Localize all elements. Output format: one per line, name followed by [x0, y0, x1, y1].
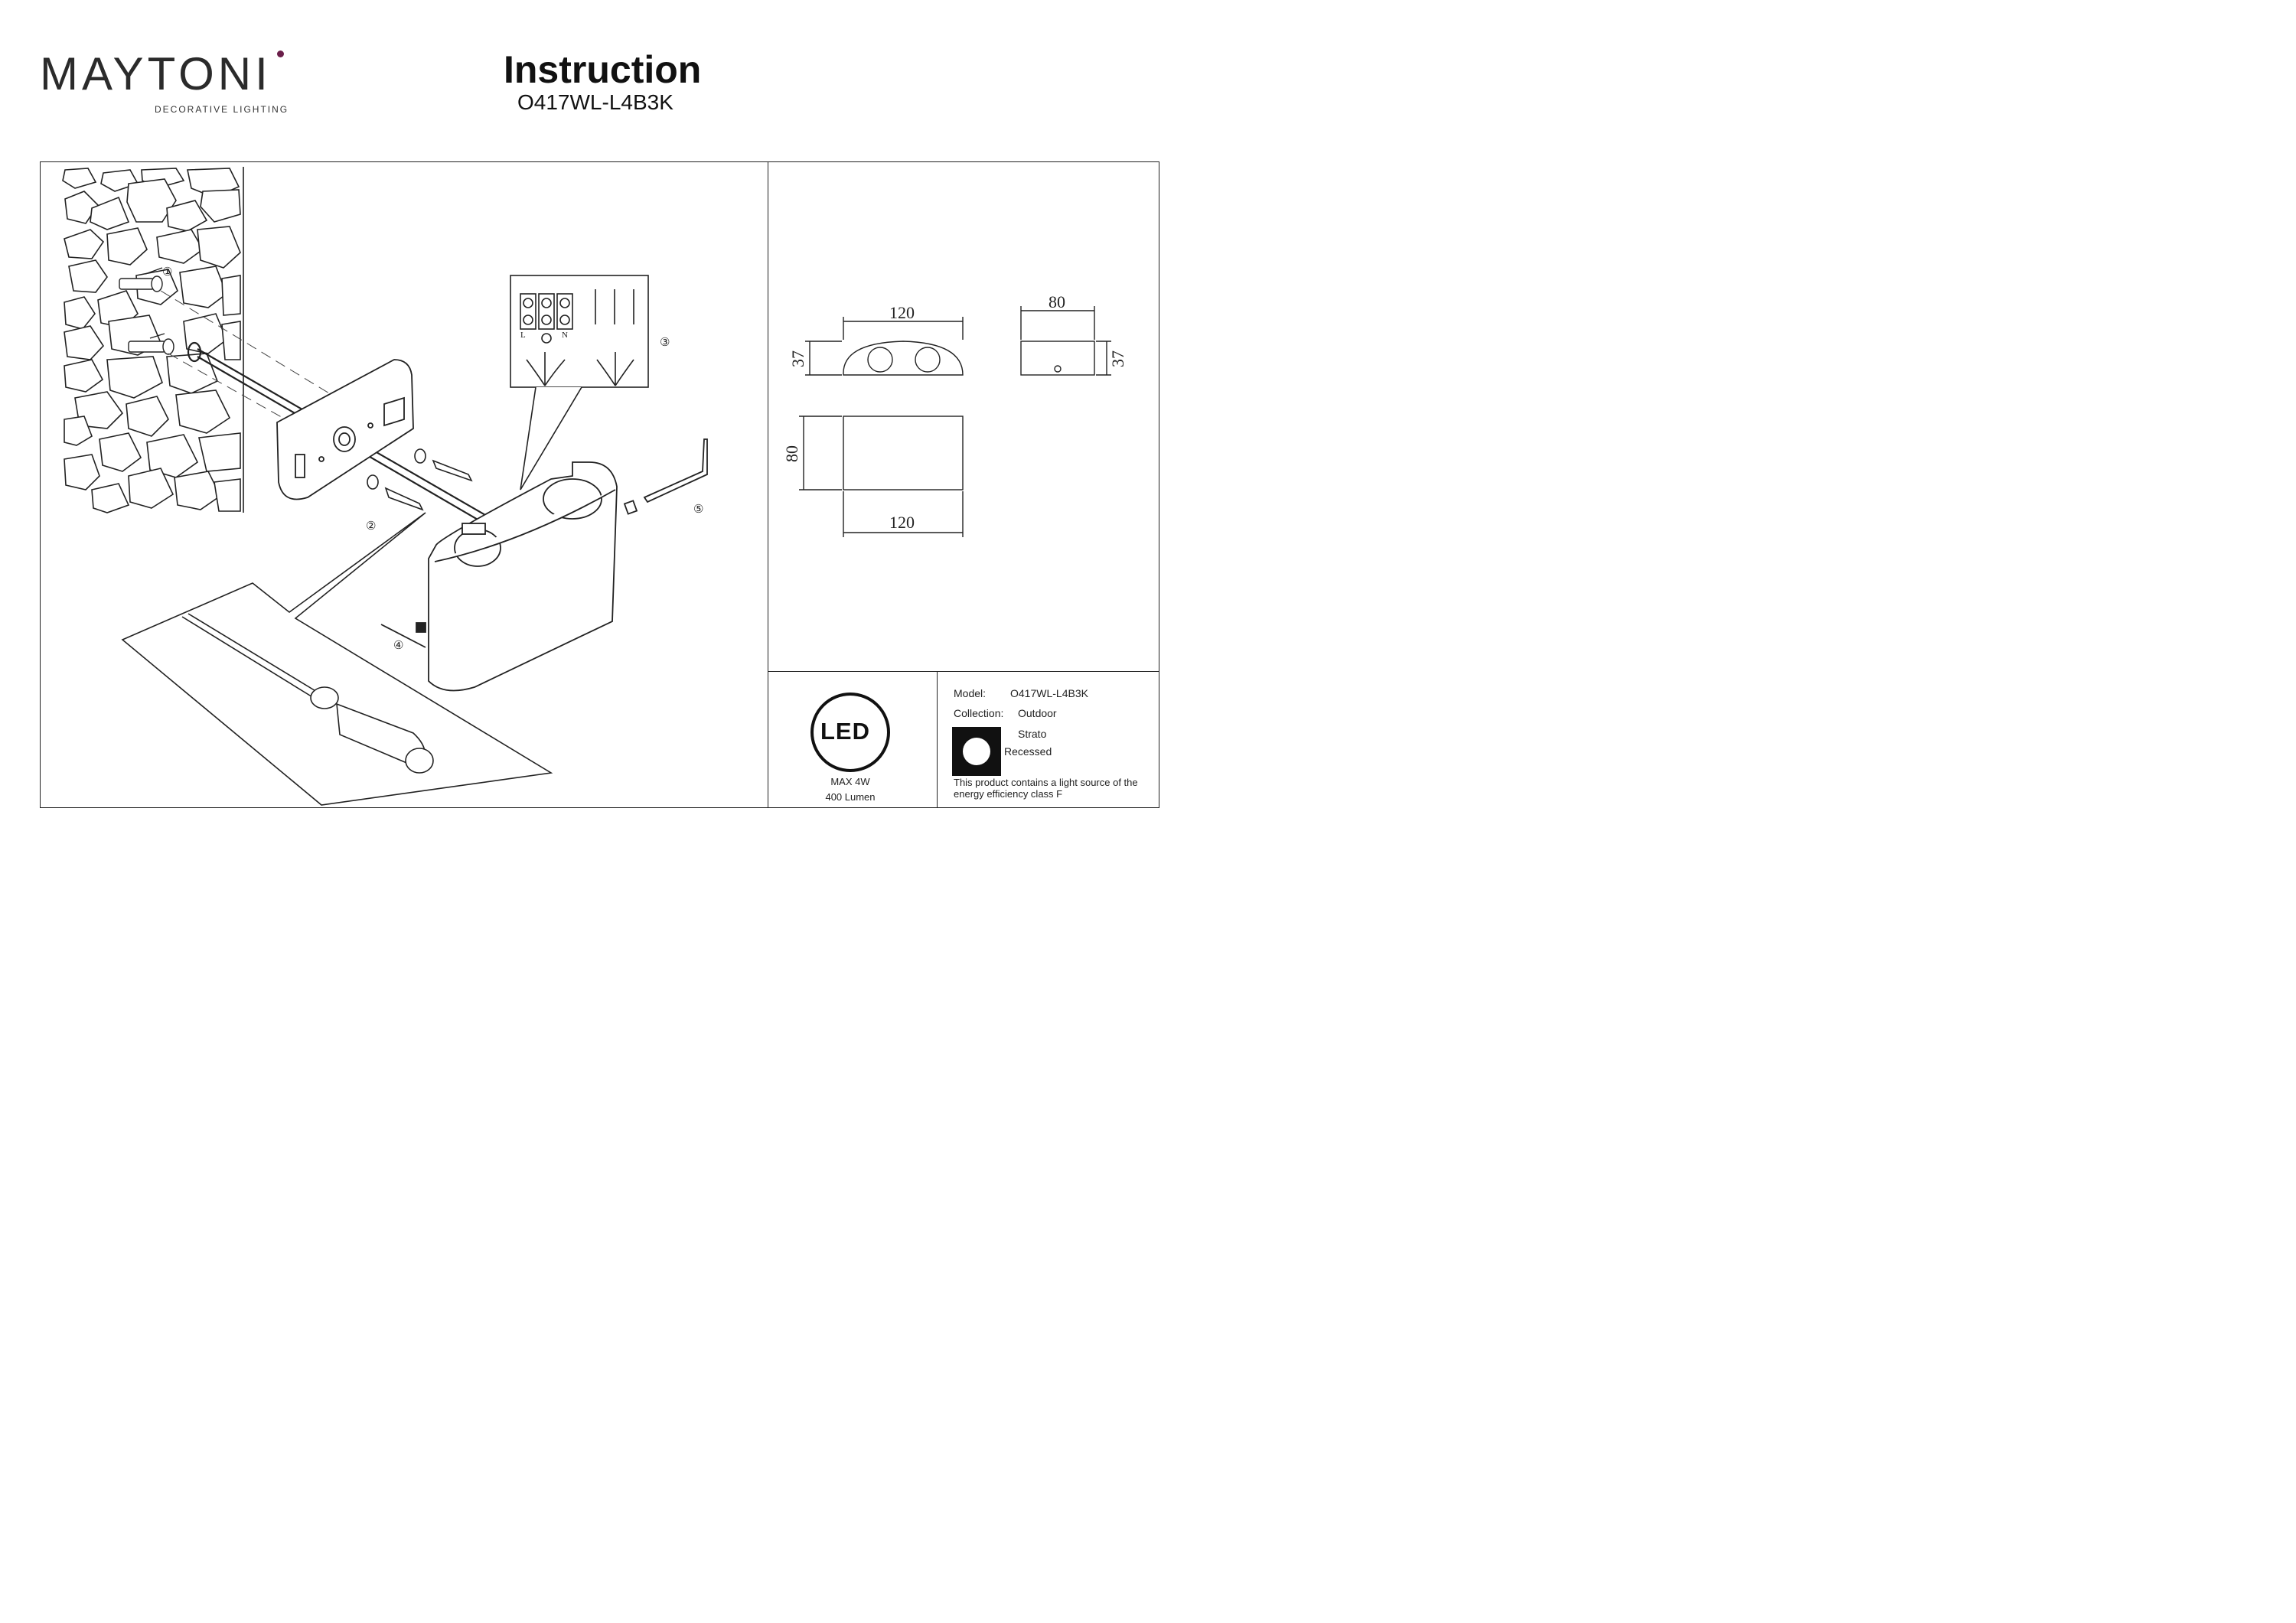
model-value: O417WL-L4B3K [1010, 687, 1088, 699]
page-title: Instruction [504, 48, 702, 91]
series-name: Strato [1018, 728, 1047, 740]
stone-wall [62, 167, 244, 513]
step-5-label: ⑤ [693, 504, 704, 516]
step-4-label: ④ [393, 640, 404, 652]
energy-text-line-1: This product contains a light source of … [954, 777, 1138, 788]
energy-text-line-2: energy efficiency class F [954, 788, 1063, 800]
step-1-label: ① [162, 266, 173, 279]
brand-logo: MAYTONI [40, 48, 272, 99]
step-3-label: ③ [660, 337, 670, 349]
instruction-frame [40, 161, 1159, 808]
terminal-l-label: L [520, 331, 526, 340]
step-2-label: ② [366, 520, 377, 533]
led-badge-text: LED [820, 718, 870, 745]
collection-label: Collection: [954, 707, 1004, 719]
front-width-dimension: 120 [889, 303, 915, 322]
led-lumen: 400 Lumen [825, 791, 876, 803]
product-thumbnail-circle [963, 738, 990, 765]
frame-divider-spec [937, 671, 938, 808]
terminal-n-label: N [562, 331, 568, 340]
dimension-drawings [799, 306, 1111, 537]
product-thumbnail [952, 727, 1001, 776]
led-max-power: MAX 4W [830, 776, 870, 787]
header-model: O417WL-L4B3K [517, 90, 673, 114]
led-badge [810, 693, 890, 772]
collection-value: Outdoor [1018, 707, 1057, 719]
assembly-illustration [62, 167, 708, 806]
model-label: Model: [954, 687, 987, 699]
top-width-dimension: 120 [889, 513, 915, 532]
frame-divider-horizontal [768, 671, 1159, 672]
mount-type: Recessed [1004, 745, 1052, 758]
logo-accent-dot [277, 51, 284, 57]
brand-tagline: DECORATIVE LIGHTING [155, 104, 289, 115]
side-depth-dimension: 80 [1049, 292, 1065, 311]
